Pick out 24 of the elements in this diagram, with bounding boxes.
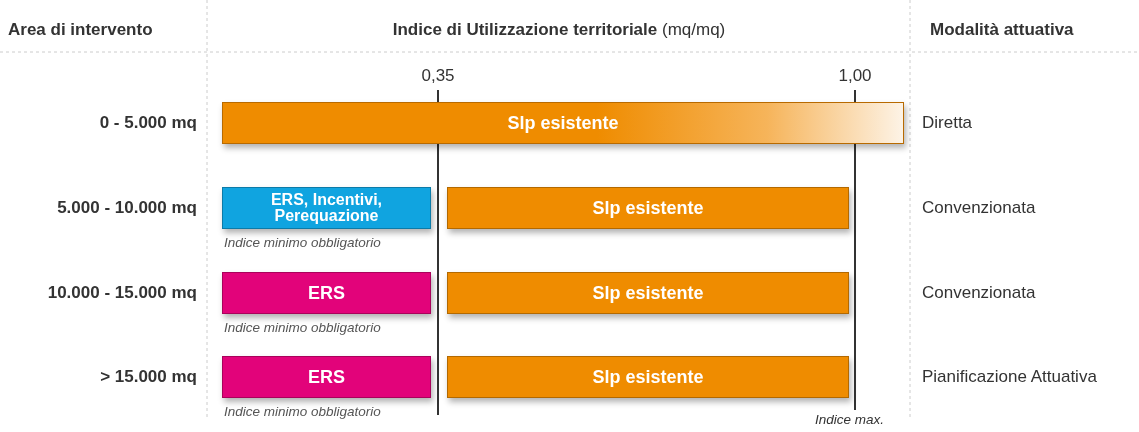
mode-label: Diretta [922,113,973,133]
index-bar: Slp esistente [447,272,849,314]
row-label: > 15.000 mq [100,367,197,387]
axis-note: Indice max. [815,412,885,427]
row-label: 5.000 - 10.000 mq [57,198,197,218]
index-bar: ERS [222,272,431,314]
bar-note: Indice minimo obbligatorio [224,235,381,250]
index-bar: Slp esistente [222,102,904,144]
index-bar: Slp esistente [447,356,849,398]
index-bar: ERS, Incentivi, Perequazione [222,187,431,229]
index-bar: Slp esistente [447,187,849,229]
tick-label: 1,00 [838,66,872,86]
mode-label: Convenzionata [922,283,1036,303]
column-header: Area di intervento [8,20,153,40]
mode-label: Pianificazione Attuativa [922,367,1097,387]
row-label: 10.000 - 15.000 mq [47,283,197,303]
row-label: 0 - 5.000 mq [99,113,197,133]
index-bar: ERS [222,356,431,398]
column-header: Modalità attuativa [930,20,1074,40]
bar-note: Indice minimo obbligatorio [224,320,381,335]
tick-label: 0,35 [421,66,455,86]
bar-note: Indice minimo obbligatorio [224,404,381,419]
mode-label: Convenzionata [922,198,1036,218]
column-header: Indice di Utilizzazione territoriale (mq/mq) [392,20,726,40]
